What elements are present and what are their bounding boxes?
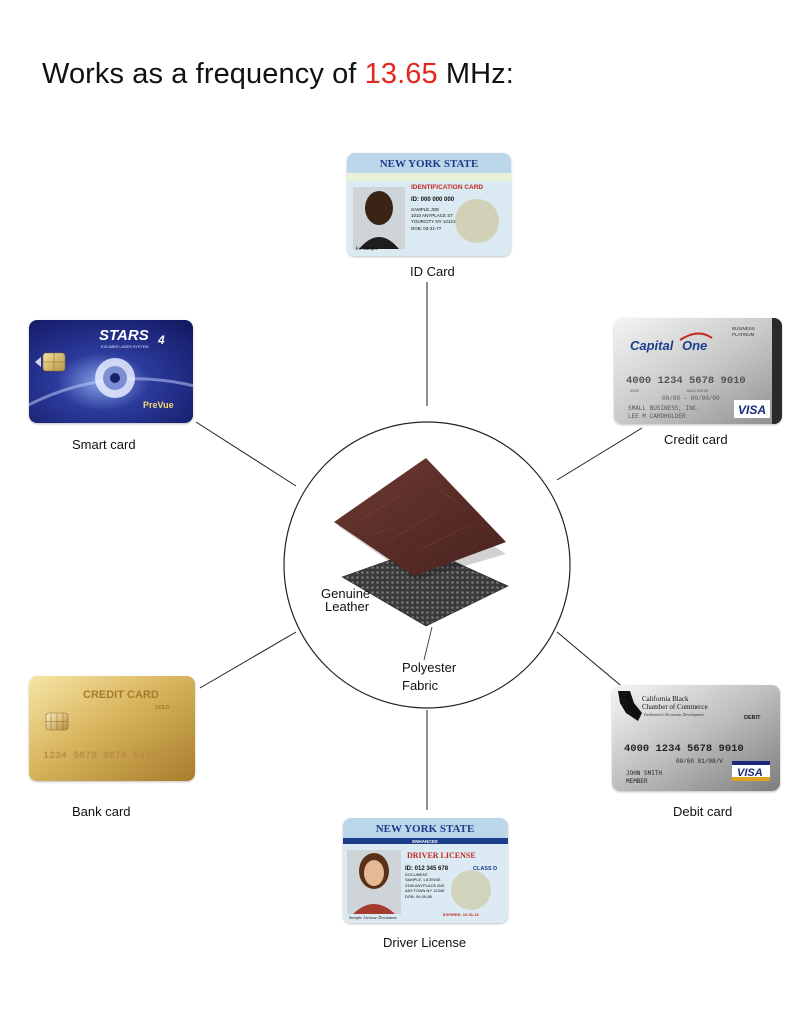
- label-fabric: Fabric: [402, 678, 439, 693]
- credit-card-tier-1: BUSINESS: [732, 326, 755, 331]
- id-card-state: NEW YORK STATE: [380, 158, 479, 170]
- title-suffix: MHz:: [437, 58, 514, 90]
- label-bank-card: Bank card: [72, 804, 131, 819]
- title-prefix: Works as a frequency of: [42, 58, 365, 90]
- label-debit-card: Debit card: [673, 804, 733, 819]
- license-doc: DOCUMENT: [405, 872, 429, 877]
- id-card-type: IDENTIFICATION CARD: [411, 184, 483, 191]
- bank-card-title: CREDIT CARD: [83, 689, 159, 701]
- genuine-leather-layer: [334, 458, 506, 576]
- smart-card-subtitle: EXCIMER LASER SYSTEM: [101, 345, 148, 349]
- debit-card-org-2: Chamber of Commerce: [642, 703, 708, 711]
- label-smart-card: Smart card: [72, 437, 136, 452]
- material-layers-illustration: [334, 458, 509, 627]
- license-name: SAMPLE, LICENSE: [405, 877, 441, 882]
- debit-card-type: DEBIT: [744, 715, 761, 721]
- id-card-number: ID: 000 000 000: [411, 197, 455, 203]
- credit-card-holder-1: SMALL BUSINESS, INC.: [628, 405, 700, 412]
- license-address-2: ANYTOWN NY 12345: [405, 888, 445, 893]
- id-card-dob: DOB: 03-31-77: [411, 226, 442, 231]
- smart-card-product: PreVue: [143, 400, 174, 410]
- label-id-card: ID Card: [410, 264, 455, 279]
- id-card-address-2: YOURCITY NY 12121: [411, 219, 456, 224]
- id-card-image: NEW YORK STATE IDENTIFICATION CARD ID: 0…: [347, 153, 511, 256]
- connector-credit-card: [556, 427, 643, 481]
- debit-card-number: 4000 1234 5678 9010: [624, 743, 744, 755]
- license-signature: Sample License Document: [349, 915, 397, 920]
- label-polyester: Polyester: [402, 660, 457, 675]
- debit-card-org-1: California Black: [642, 695, 689, 703]
- label-credit-card: Credit card: [664, 432, 728, 447]
- debit-card-holder-1: JOHN SMITH: [626, 770, 662, 777]
- smart-card-image: STARS 4 EXCIMER LASER SYSTEM PreVue: [29, 320, 193, 423]
- id-card-address-1: 1010 ANYPLACE ST: [411, 213, 453, 218]
- credit-card-dates: 00/00 - 00/00/00: [662, 395, 720, 402]
- license-expires: EXPIRES: 10-01-16: [443, 912, 480, 917]
- bank-card-tier: GOLD: [155, 705, 170, 711]
- center-circle: [283, 421, 571, 709]
- smart-card-brand-suffix: 4: [157, 333, 165, 347]
- page-title: Works as a frequency of 13.65 MHz:: [42, 58, 514, 91]
- license-enhanced: ENHANCED: [412, 839, 438, 844]
- debit-card-image: California Black Chamber of Commerce Ded…: [612, 685, 780, 791]
- credit-card-issuer-2: One: [682, 338, 707, 353]
- license-address-1: 2345 ANYPLACE AVE: [405, 883, 445, 888]
- credit-card-number-short: 4000: [630, 388, 640, 393]
- license-dob: DOB: 09-09-85: [405, 894, 433, 899]
- connector-smart-card: [195, 421, 297, 487]
- id-card-signature: Joe Sample: [355, 247, 379, 252]
- driver-license-image: NEW YORK STATE ENHANCED DRIVER LICENSE I…: [343, 818, 508, 923]
- credit-card-holder-2: LEE M CARDHOLDER: [628, 413, 686, 420]
- pointer-polyester: [423, 626, 433, 661]
- credit-card-tier-2: PLATINUM: [732, 332, 755, 337]
- credit-card-network: VISA: [738, 403, 766, 417]
- credit-card-issuer-1: Capital: [630, 338, 674, 353]
- license-type: DRIVER LICENSE: [407, 851, 476, 860]
- license-state: NEW YORK STATE: [376, 823, 475, 835]
- license-class: CLASS D: [473, 866, 497, 872]
- credit-card-number: 4000 1234 5678 9010: [626, 375, 746, 387]
- bank-card-image: CREDIT CARD GOLD 1234 5678 9876 5432: [29, 676, 195, 781]
- debit-card-network: VISA: [737, 767, 763, 779]
- id-card-name: SAMPLE,JOE: [411, 207, 439, 212]
- frequency-value: 13.65: [364, 58, 438, 90]
- license-id: ID: 012 345 678: [405, 866, 449, 872]
- debit-card-tagline: Dedicated to Economic Development: [643, 712, 705, 717]
- debit-card-dates: 00/00 01/08/V: [676, 758, 723, 765]
- bank-card-number: 1234 5678 9876 5432: [43, 751, 157, 762]
- label-leather: Leather: [325, 599, 370, 614]
- credit-card-valid: VALID DATES: [686, 389, 709, 393]
- smart-card-brand: STARS: [99, 327, 149, 344]
- connector-bank-card: [199, 631, 297, 689]
- debit-card-holder-2: MEMBER: [626, 778, 648, 785]
- label-driver-license: Driver License: [383, 935, 467, 950]
- label-genuine: Genuine: [321, 586, 371, 601]
- credit-card-image: Capital One BUSINESS PLATINUM 4000 1234 …: [614, 318, 782, 424]
